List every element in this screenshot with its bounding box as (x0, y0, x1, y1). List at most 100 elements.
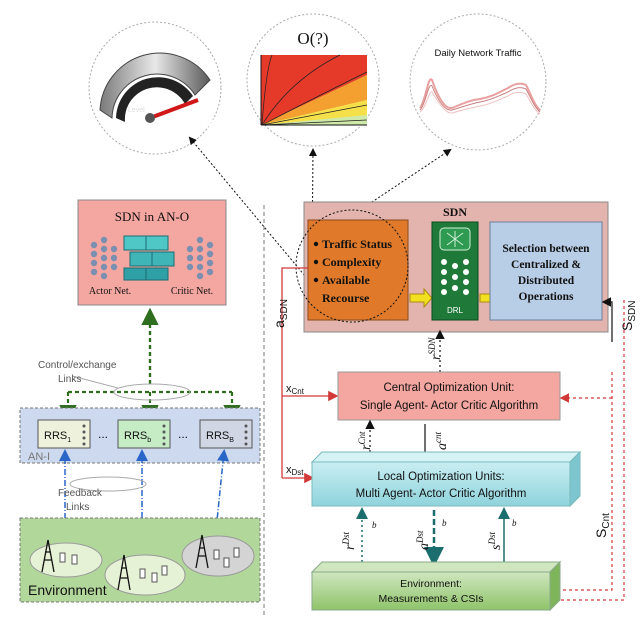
traffic-circle: Daily Network Traffic (409, 13, 547, 151)
sdn-an-o-box: SDN in AN-O Actor Net. Critic Net. (77, 199, 227, 306)
r-sdn-label: rSDN (427, 337, 444, 360)
rrs-b-sub: b (147, 437, 151, 444)
svg-text:RRSB: RRSB (206, 430, 234, 444)
local-line-2: Multi Agent- Actor Critic Algorithm (356, 488, 527, 500)
r-cnt-main: r (359, 444, 374, 450)
s-cnt-main: S (593, 529, 609, 538)
x-dst-main: x (286, 464, 292, 476)
right-env-line-2: Measurements & CSIs (378, 593, 483, 605)
sdn-an-o-title: SDN in AN-O (115, 209, 189, 224)
s-dst-sub: Dst (487, 532, 497, 546)
local-optimization-box: Local Optimization Units: Multi Agent- A… (310, 450, 582, 508)
a-dst-sub: Dst (415, 530, 425, 544)
sdn-status-box (307, 219, 409, 321)
drl-network-icon (441, 259, 469, 295)
a-dst-sup: b (442, 518, 447, 528)
r-dst-label: rDst (341, 532, 358, 550)
selection-line-4: Operations (519, 291, 574, 303)
rrs-1-sub: 1 (67, 437, 71, 444)
s-sdn-sub: SDN (627, 301, 638, 322)
left-environment-label: Environment (28, 582, 107, 598)
r-sdn-sub: SDN (427, 337, 437, 355)
s-cnt-sub: Cnt (601, 513, 612, 529)
complexity-title: O(?) (297, 29, 328, 48)
a-dst-main: a (417, 543, 432, 550)
central-optimization-box: Central Optimization Unit: Single Agent-… (337, 371, 561, 421)
right-environment-box: Environment: Measurements & CSIs (310, 560, 562, 612)
r-cnt-sub: Cnt (357, 431, 367, 445)
a-cnt-label: acnt (433, 432, 450, 450)
x-cnt-main: x (286, 383, 292, 395)
resources-gauge-circle: RESOURCES Level (88, 21, 222, 155)
r-dst-sub: Dst (341, 532, 351, 546)
selection-line-3: Distributed (518, 275, 575, 287)
bullet-complexity: Complexity (322, 255, 381, 269)
r-sdn-main: r (429, 354, 444, 360)
s-dst-label: sDst (487, 532, 504, 550)
an-i-label: AN-I (28, 451, 50, 463)
selection-line-1: Selection between (502, 243, 590, 255)
critic-net-label: Critic Net. (171, 286, 213, 297)
selection-text: Selection between Centralized & Distribu… (502, 243, 590, 303)
selection-line-2: Centralized & (511, 259, 581, 271)
bullet-traffic-status: Traffic Status (322, 237, 392, 251)
a-cnt-main: a (435, 443, 450, 450)
rrs-B-box (199, 419, 253, 449)
traffic-title: Daily Network Traffic (435, 48, 522, 59)
s-dst-main: s (489, 544, 504, 550)
control-links-leader (71, 375, 119, 389)
r-cnt-label: rCnt (357, 431, 374, 450)
rrs-B-sub: B (229, 437, 234, 444)
right-env-line-1: Environment: (400, 578, 462, 590)
x-dst-label: xDst (286, 464, 304, 477)
rrs-B-label: RRS (206, 430, 229, 442)
s-dst-sup: b (512, 518, 517, 528)
an-i-dots-2: ... (178, 427, 188, 441)
s-sdn-main: S (619, 322, 635, 331)
a-sdn-label: aSDN (271, 299, 290, 328)
a-cnt-sub: cnt (433, 432, 443, 443)
s-cnt-feedback-loop (559, 300, 625, 601)
sdn-title: SDN (443, 205, 467, 219)
feedback-label-1: Feedback (58, 488, 103, 499)
actor-network-icon (90, 236, 118, 280)
svg-text:RRSb: RRSb (124, 430, 151, 444)
sdn-bullets: Traffic Status Complexity Available Reco… (313, 237, 392, 305)
pointer-arrow-traffic (314, 148, 452, 241)
selection-box (489, 221, 603, 321)
critic-network-icon (186, 236, 214, 280)
s-sdn-arrows (601, 297, 613, 342)
sdn-status-ellipse (295, 209, 409, 323)
bullet-available: Available (322, 273, 370, 287)
control-links-label-1: Control/exchange (38, 360, 117, 371)
central-line-2: Single Agent- Actor Critic Algorithm (360, 400, 538, 412)
an-i-dots-1: ... (98, 427, 108, 441)
actor-net-label: Actor Net. (89, 286, 131, 297)
complexity-circle: O(?) (246, 13, 380, 147)
a-sdn-arrows (281, 267, 339, 484)
brain-icon (439, 227, 471, 251)
gauge-needle-icon (149, 98, 199, 120)
sdn-outer-box: SDN Traffic Status Complexity Available … (295, 201, 609, 333)
rrs-b-label: RRS (124, 430, 147, 442)
a-sdn-main: a (271, 320, 287, 328)
rrs-1-label: RRS (44, 430, 67, 442)
cell-tower-icon (41, 534, 209, 591)
r-dst-sup: b (372, 520, 377, 530)
x-cnt-sub: Cnt (292, 387, 305, 396)
server-stack-icon (123, 235, 175, 281)
control-links-ellipse (113, 383, 191, 401)
left-environment-box: Environment (19, 517, 261, 603)
a-sdn-sub: SDN (279, 299, 290, 320)
gauge-level-text: Level (128, 107, 145, 114)
x-cnt-label: xCnt (286, 383, 305, 396)
rrs-1-box (37, 419, 91, 449)
s-cnt-label: SCnt (593, 513, 612, 538)
r-dst-main: r (343, 544, 358, 550)
a-dst-label: aDst (415, 530, 432, 550)
user-phone-icons (59, 547, 240, 583)
feedback-label-2: Links (66, 502, 89, 513)
control-links-label-2: Links (58, 374, 81, 385)
